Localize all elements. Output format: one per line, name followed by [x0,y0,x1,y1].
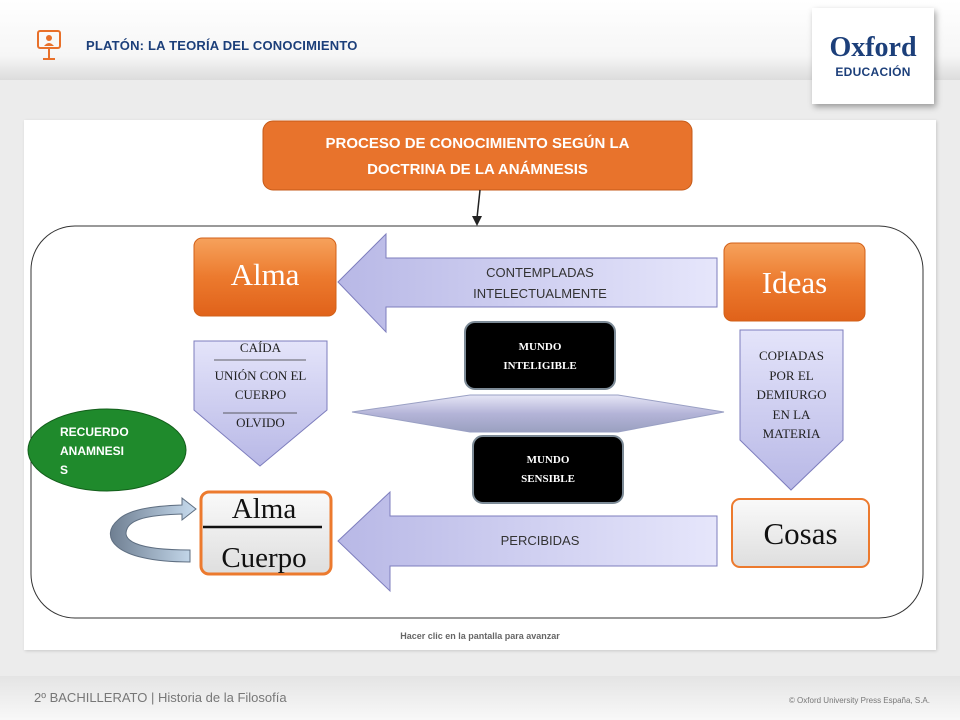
alma-top-box [193,237,337,317]
world-divider [351,394,725,433]
mundo-sensible-box [472,435,624,504]
caida-chevron [193,340,328,467]
percibidas-arrow [337,490,718,593]
cosas-label: Cosas [763,516,838,551]
oxford-logo: Oxford EDUCACIÓN [812,8,934,104]
cuerpo-label: Cuerpo [221,542,307,574]
header-bar [0,0,960,80]
alma-top-label: Alma [230,257,300,292]
recuerdo-text: RECUERDO ANAMNESI S [60,423,170,480]
copiadas-line-2: POR EL [769,367,814,383]
mundo-inteligible-line-2: INTELIGIBLE [503,360,577,372]
union-line-1: UNIÓN CON EL [214,368,307,383]
mundo-inteligible-text: MUNDO INTELIGIBLE [465,338,615,376]
copiadas-line-1: COPIADAS [758,348,824,363]
mundo-sensible-text: MUNDO SENSIBLE [473,451,623,489]
ideas-label: Ideas [761,265,828,300]
percibidas-text: PERCIBIDAS [500,533,580,548]
copyright-label: © Oxford University Press España, S.A. [788,696,930,705]
title-line-2: DOCTRINA DE LA ANÁMNESIS [367,161,588,178]
mundo-inteligible-line-1: MUNDO [518,341,562,353]
recuerdo-line-1: RECUERDO [60,425,129,439]
caida-text: CAÍDA UNIÓN CON EL CUERPO OLVIDO [194,339,327,431]
advance-instruction[interactable]: Hacer clic en la pantalla para avanzar [400,631,560,641]
contempladas-line-1: CONTEMPLADAS [486,265,594,280]
copiadas-chevron [739,329,844,491]
title-box [262,120,693,191]
lecture-podium-icon [37,30,61,60]
union-line-2: CUERPO [234,387,287,402]
alma-bottom-label: Alma [231,493,297,525]
ideas-box [723,242,866,322]
contempladas-line-2: INTELECTUALMENTE [473,286,607,301]
copiadas-line-4: EN LA [772,406,811,422]
title-arrowhead [472,216,482,226]
mundo-sensible-line-2: SENSIBLE [521,473,575,485]
logo-sub: EDUCACIÓN [835,65,911,79]
course-label: 2º BACHILLERATO | Historia de la Filosof… [34,690,287,705]
olvido-label: OLVIDO [236,415,285,430]
contempladas-text: CONTEMPLADAS INTELECTUALMENTE [430,262,650,304]
copiadas-line-5: MATERIA [762,426,821,441]
logo-word: Oxford [829,32,917,63]
title-connector [476,189,481,219]
copiadas-line-3: DEMIURGO [756,387,827,402]
recuerdo-line-3: S [60,463,69,477]
recuerdo-ellipse [27,408,187,492]
footer-bar [0,676,960,720]
caida-label: CAÍDA [239,340,282,355]
cosas-box [731,498,870,568]
mundo-sensible-line-1: MUNDO [526,454,570,466]
title-line-1: PROCESO DE CONOCIMIENTO SEGÚN LA [325,135,630,152]
title-text: PROCESO DE CONOCIMIENTO SEGÚN LA DOCTRIN… [263,131,692,183]
mundo-inteligible-box [464,321,616,390]
page-title: PLATÓN: LA TEORÍA DEL CONOCIMIENTO [86,38,358,53]
alma-cuerpo-box [199,490,333,576]
contempladas-arrow [337,232,718,334]
recuerdo-line-2: ANAMNESI [60,444,125,458]
curved-return-arrow [109,496,197,563]
copiadas-text: COPIADAS POR EL DEMIURGO EN LA MATERIA [740,346,843,444]
